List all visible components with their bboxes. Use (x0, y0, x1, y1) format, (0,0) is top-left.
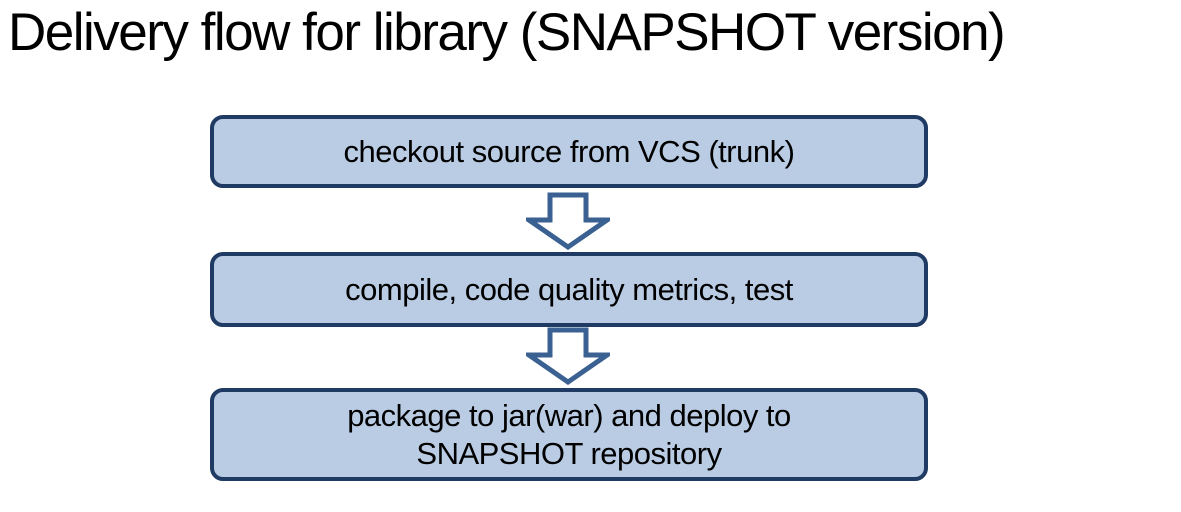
page-title: Delivery flow for library (SNAPSHOT vers… (8, 3, 1006, 62)
down-block-arrow-shape (526, 327, 610, 385)
down-block-arrow-shape (526, 192, 610, 250)
flow-step-package-deploy: package to jar(war) and deploy to SNAPSH… (210, 388, 928, 481)
flow-step-label: checkout source from VCS (trunk) (343, 133, 795, 169)
down-block-arrow-icon (526, 327, 610, 385)
flow-step-compile-test: compile, code quality metrics, test (210, 252, 928, 327)
flow-step-label: package to jar(war) and deploy to SNAPSH… (347, 397, 791, 471)
flow-step-checkout-source: checkout source from VCS (trunk) (210, 115, 928, 188)
down-block-arrow-icon (526, 192, 610, 250)
flow-step-label: compile, code quality metrics, test (345, 271, 793, 307)
